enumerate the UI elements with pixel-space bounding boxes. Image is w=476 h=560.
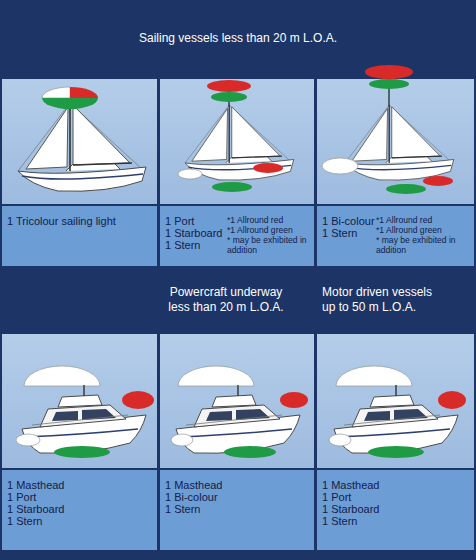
- sailboat: [185, 105, 294, 180]
- light-item: 1 Stern: [165, 239, 227, 251]
- text-panel: 1 Bi-colour1 Stern*1 Allround red*1 Allr…: [317, 206, 474, 266]
- powerboat: [334, 385, 458, 453]
- light-item: 1 Port: [322, 491, 379, 503]
- port-light: [253, 163, 283, 173]
- stern-light: [329, 434, 351, 446]
- light-item: 1 Masthead: [322, 479, 379, 491]
- note-text: *1 Allround red: [227, 215, 310, 225]
- text-panel: 1 Masthead1 Bi-colour1 Stern: [160, 470, 314, 550]
- port-light: [438, 391, 466, 409]
- picture-panel: [2, 334, 157, 468]
- starboard-light: [54, 446, 110, 458]
- bicolour-green: [386, 184, 426, 194]
- text-panel: 1 Tricolour sailing light: [2, 206, 157, 266]
- light-list: 1 Masthead1 Bi-colour1 Stern: [165, 479, 222, 546]
- light-item: 1 Stern: [322, 515, 379, 527]
- picture-panel: [160, 334, 314, 468]
- note-text: *1 Allround red: [376, 215, 470, 225]
- light-item: 1 Starboard: [7, 503, 64, 515]
- light-list: 1 Bi-colour1 Stern: [322, 215, 376, 262]
- starboard-light: [212, 182, 252, 192]
- masthead-sector: [178, 366, 254, 386]
- port-light: [122, 391, 154, 409]
- powerboat: [176, 385, 300, 453]
- bicolour-red: [423, 176, 453, 186]
- note-text: *1 Allround green: [376, 225, 470, 235]
- masthead-sector: [336, 366, 412, 386]
- picture-panel: [2, 79, 157, 204]
- sailboat: [18, 103, 146, 191]
- light-list: 1 Tricolour sailing light: [7, 215, 116, 262]
- note-text: * may be exhibited in addition: [227, 235, 310, 255]
- stern-light: [16, 434, 40, 446]
- light-item: 1 Port: [7, 491, 64, 503]
- green-sector: [42, 98, 98, 109]
- light-list: 1 Port1 Starboard1 Stern: [165, 215, 227, 262]
- header-band: Sailing vessels less than 20 m L.O.A.: [0, 0, 476, 77]
- masthead-sector: [24, 366, 100, 386]
- light-item: 1 Port: [165, 215, 227, 227]
- light-item: 1 Tricolour sailing light: [7, 215, 116, 227]
- stern-light: [178, 169, 202, 179]
- stern-light: [322, 158, 358, 174]
- starboard-light: [368, 446, 424, 458]
- header-band: Motor driven vessels up to 50 m L.O.A.: [317, 268, 474, 332]
- header-text: Powercraft underway less than 20 m L.O.A…: [162, 285, 290, 315]
- note-text: *1 Allround green: [227, 225, 310, 235]
- picture-panel: [160, 79, 314, 204]
- light-item: 1 Masthead: [165, 479, 222, 491]
- allround-red: [207, 80, 251, 92]
- light-item: 1 Stern: [165, 503, 222, 515]
- allround-red: [365, 65, 413, 79]
- light-item: 1 Bi-colour: [322, 215, 376, 227]
- picture-panel: [317, 334, 474, 468]
- white-sector: [42, 87, 70, 98]
- sailboat: [345, 105, 454, 180]
- red-sector: [70, 87, 98, 98]
- note-list: *1 Allround red*1 Allround green* may be…: [227, 215, 310, 262]
- light-item: 1 Bi-colour: [165, 491, 222, 503]
- light-list: 1 Masthead1 Port1 Starboard1 Stern: [322, 479, 379, 546]
- header-text: Motor driven vessels up to 50 m L.O.A.: [322, 285, 440, 315]
- bicolour-red: [280, 392, 308, 408]
- light-item: 1 Stern: [7, 515, 64, 527]
- allround-green: [211, 92, 247, 102]
- bicolour-green: [224, 446, 276, 458]
- text-panel: 1 Port1 Starboard1 Stern*1 Allround red*…: [160, 206, 314, 266]
- light-item: 1 Starboard: [322, 503, 379, 515]
- allround-green: [369, 79, 409, 89]
- header-text: Sailing vessels less than 20 m L.O.A.: [139, 31, 337, 46]
- note-list: *1 Allround red*1 Allround green* may be…: [376, 215, 470, 262]
- text-panel: 1 Masthead1 Port1 Starboard1 Stern: [317, 470, 474, 550]
- light-list: 1 Masthead1 Port1 Starboard1 Stern: [7, 479, 64, 546]
- light-item: 1 Masthead: [7, 479, 64, 491]
- picture-panel: [317, 79, 474, 204]
- header-band: Powercraft underway less than 20 m L.O.A…: [2, 268, 314, 332]
- light-item: 1 Stern: [322, 227, 376, 239]
- light-item: 1 Starboard: [165, 227, 227, 239]
- stern-light: [171, 434, 193, 446]
- note-text: * may be exhibited in addition: [376, 235, 470, 255]
- text-panel: 1 Masthead1 Port1 Starboard1 Stern: [2, 470, 157, 550]
